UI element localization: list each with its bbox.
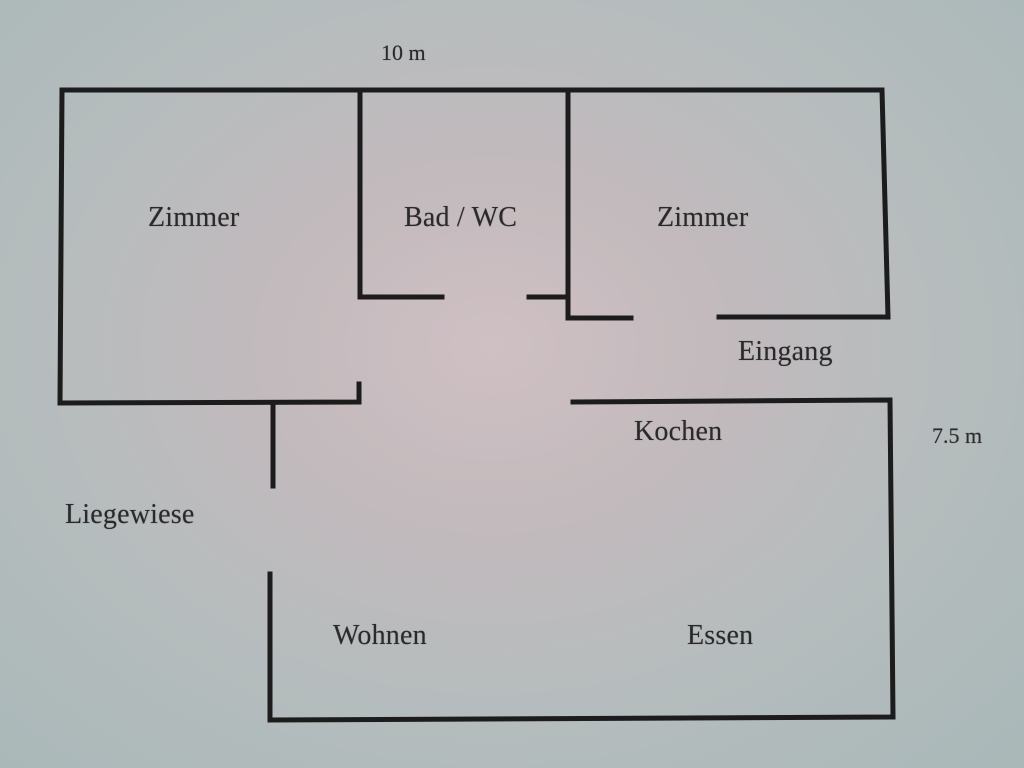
area-label-eingang: Eingang [738, 336, 833, 367]
room-label-kochen: Kochen [634, 416, 723, 447]
wall-bad-left [357, 89, 445, 300]
wall-bad-right [565, 89, 634, 321]
room-label-bad-wc: Bad / WC [404, 202, 518, 233]
wall-zimmer-left [57, 87, 362, 406]
dimension-width-label: 10 m [381, 40, 426, 65]
dimension-depth-label: 7.5 m [932, 423, 983, 448]
wall-top-outer [59, 87, 891, 320]
room-label-zimmer-right: Zimmer [657, 202, 749, 233]
room-label-zimmer-left: Zimmer [148, 202, 240, 233]
room-label-essen: Essen [687, 620, 754, 651]
wall-living-outline [267, 397, 896, 723]
area-label-liegewiese: Liegewiese [65, 499, 195, 530]
room-label-wohnen: Wohnen [333, 620, 427, 651]
